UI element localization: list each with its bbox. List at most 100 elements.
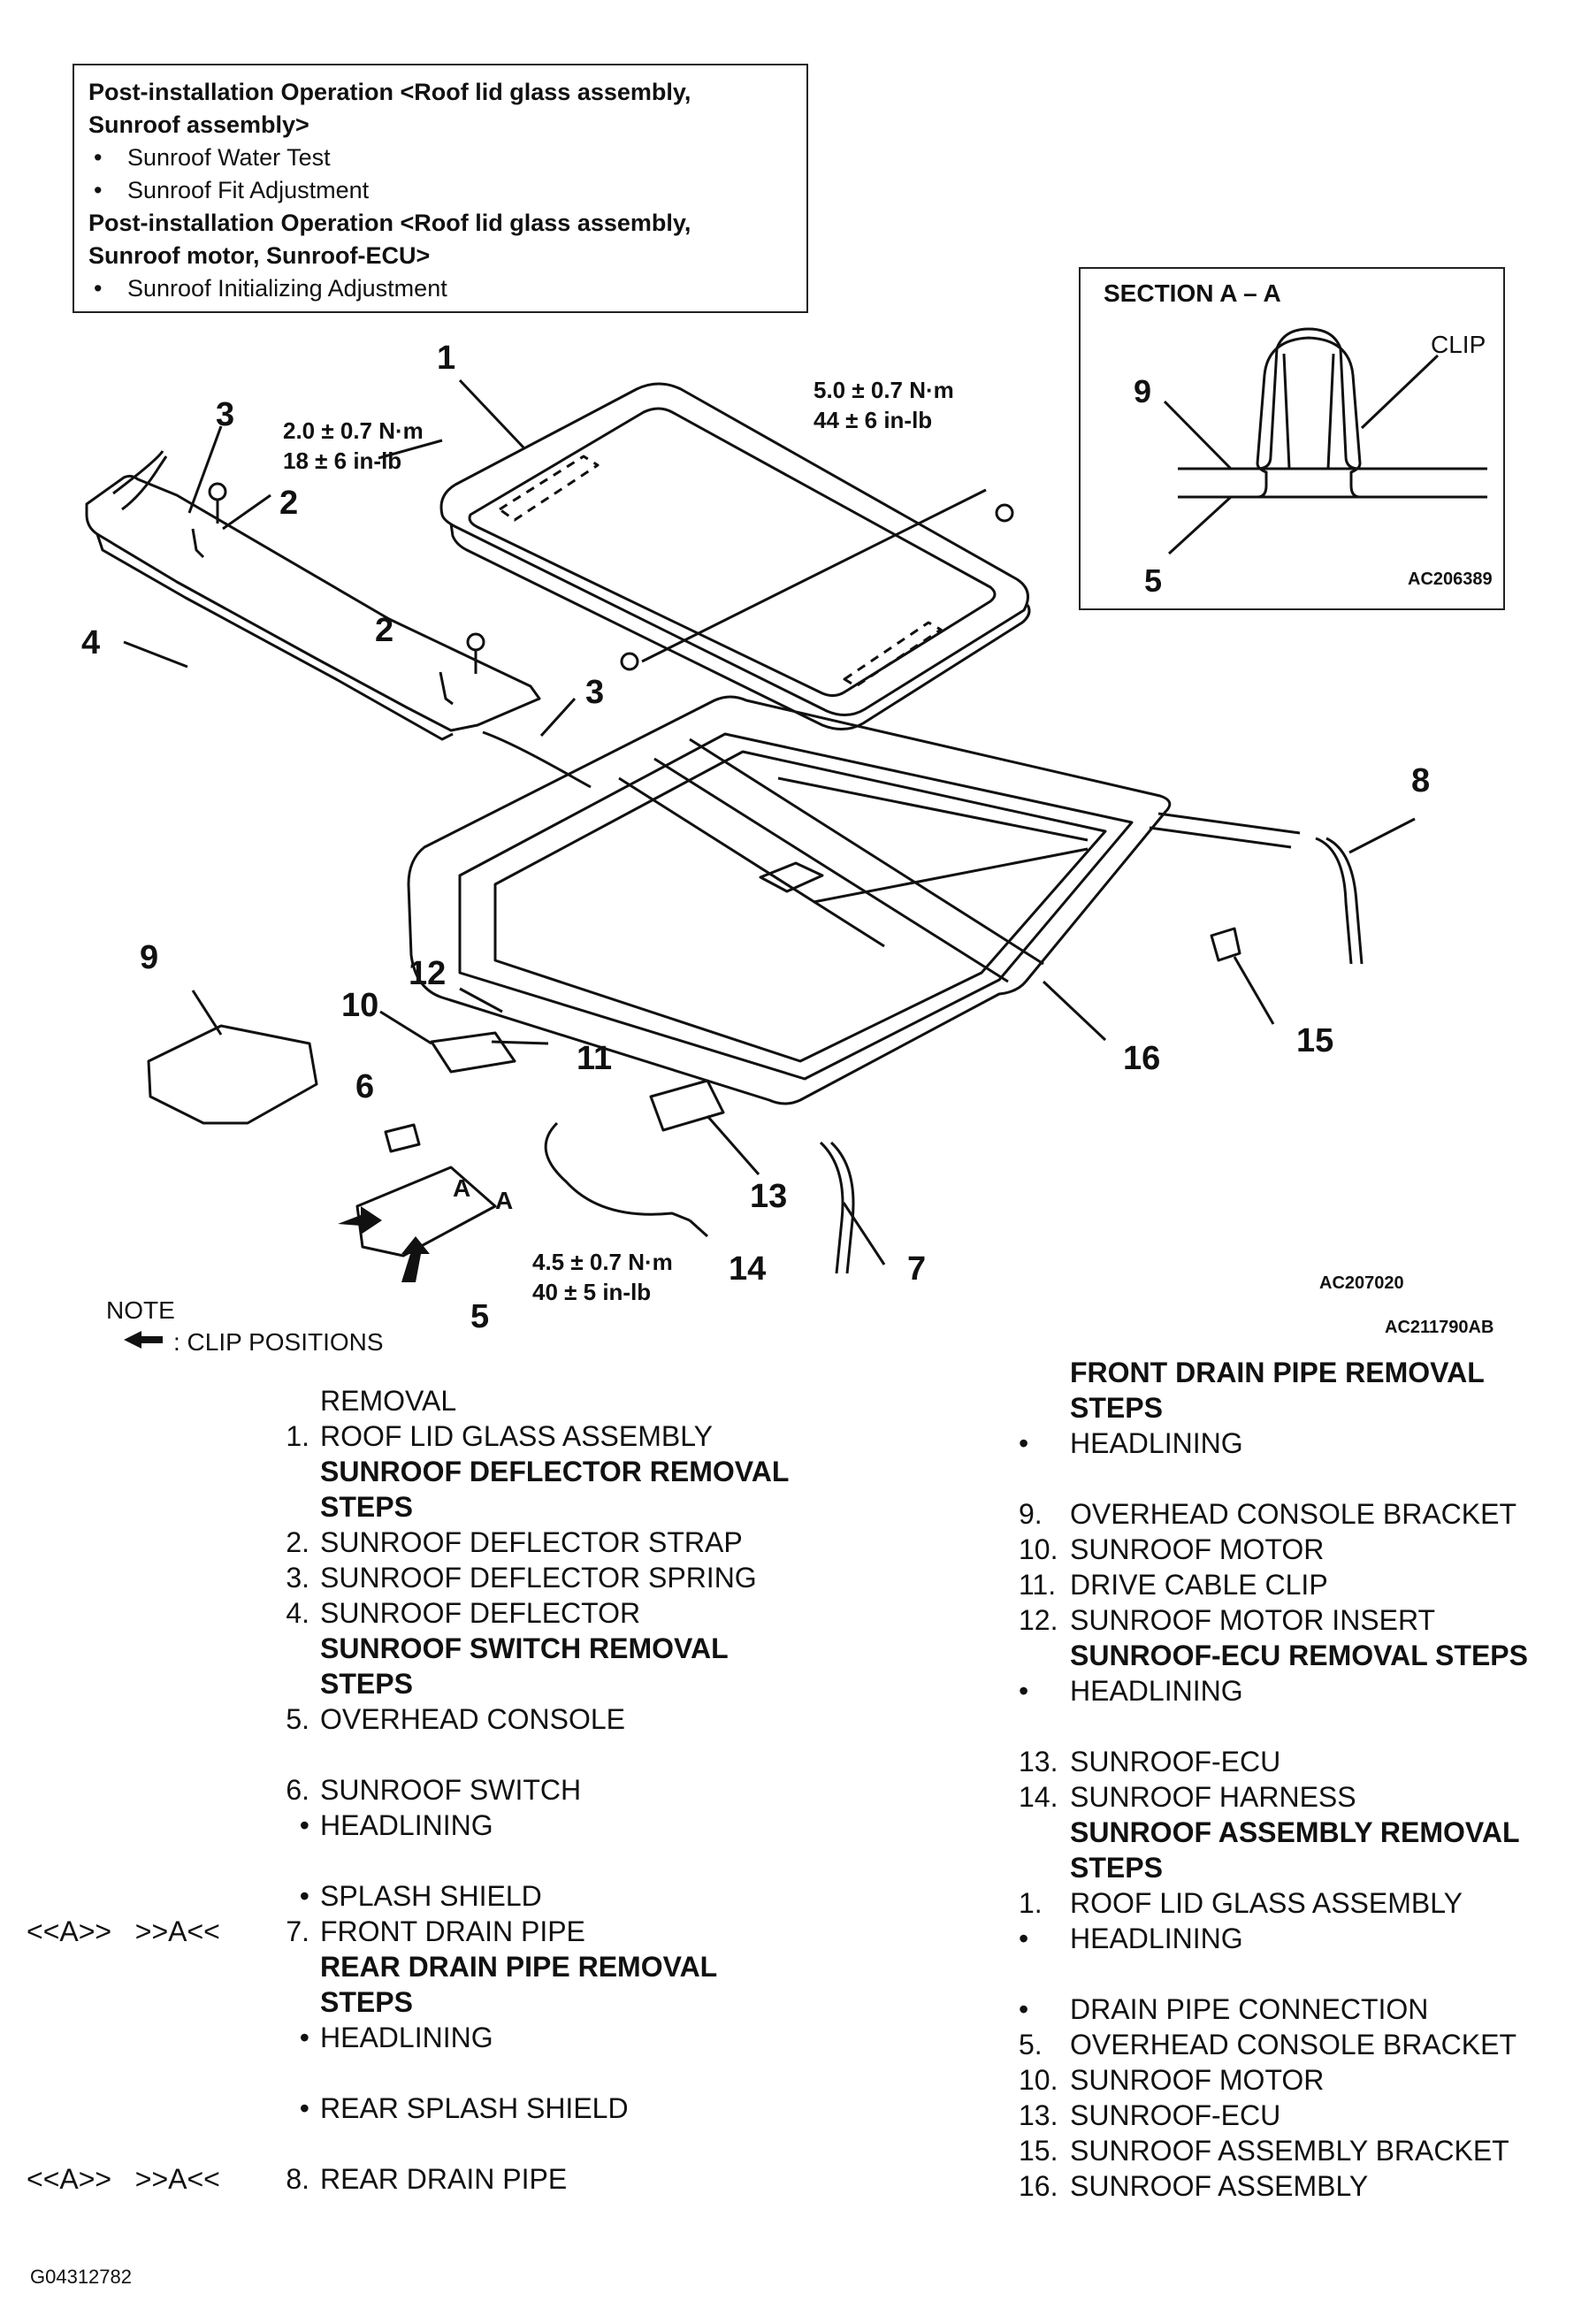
list-prefix [27, 1701, 258, 1737]
list-text: SUNROOF DEFLECTOR STRAP [320, 1526, 743, 1558]
list-text: STEPS [1070, 1392, 1163, 1424]
list-text: STEPS [1070, 1852, 1163, 1884]
callout-8: 8 [1411, 762, 1431, 799]
callout-1: 1 [437, 340, 456, 377]
document-code: G04312782 [30, 2266, 132, 2288]
list-prefix [27, 1772, 258, 1808]
list-gap [1019, 1956, 1585, 1991]
torque-spec-2: 5.0 ± 0.7 N·m 44 ± 6 in-lb [814, 377, 954, 433]
list-number [1019, 1390, 1070, 1426]
list-prefix [27, 1560, 258, 1595]
list-prefix [27, 1418, 258, 1454]
list-text: SUNROOF-ECU [1070, 2099, 1281, 2131]
right-list-row: 10. SUNROOF MOTOR [1019, 2062, 1585, 2098]
list-number: 1. [1019, 1887, 1043, 1919]
left-list-row: SUNROOF SWITCH REMOVAL [27, 1631, 822, 1666]
list-text: SUNROOF SWITCH [320, 1774, 582, 1806]
list-number: 6. [286, 1774, 309, 1806]
post-install-heading-2b: Sunroof motor, Sunroof-ECU> [88, 242, 431, 269]
list-prefix [27, 1949, 258, 1984]
note-clip-positions: : CLIP POSITIONS [173, 1328, 384, 1356]
list-text: OVERHEAD CONSOLE BRACKET [1070, 2029, 1516, 2060]
list-text: HEADLINING [1070, 1923, 1243, 1954]
section-code: AC206389 [1408, 570, 1493, 589]
left-list-row: •SPLASH SHIELD [27, 1878, 822, 1914]
list-number: • [299, 2092, 309, 2124]
list-prefix [27, 1808, 258, 1843]
deflector-strap-right [439, 671, 454, 706]
right-list-row: STEPS [1019, 1390, 1585, 1426]
left-list-row: 3.SUNROOF DEFLECTOR SPRING [27, 1560, 822, 1595]
list-number: 13. [1019, 1746, 1058, 1777]
post-install-item-water-test: Sunroof Water Test [88, 141, 792, 174]
right-list-row: 15.SUNROOF ASSEMBLY BRACKET [1019, 2133, 1585, 2168]
callout-3a: 3 [216, 396, 235, 433]
callout-5: 5 [470, 1298, 490, 1335]
list-text: STEPS [320, 1491, 413, 1523]
left-list-row: REAR DRAIN PIPE REMOVAL [27, 1949, 822, 1984]
sunroof-deflector [85, 450, 541, 741]
list-prefix: <<A>> >>A<< [27, 2163, 220, 2195]
right-list-row: 9.OVERHEAD CONSOLE BRACKET [1019, 1496, 1585, 1532]
left-list-row: STEPS [27, 1666, 822, 1701]
callout-6: 6 [355, 1068, 375, 1105]
list-number [258, 1631, 320, 1666]
clip-position-arrows [124, 1206, 430, 1349]
list-gap [1019, 1709, 1585, 1744]
list-number: • [299, 1809, 309, 1841]
list-text: SUNROOF-ECU [1070, 1746, 1281, 1777]
right-list-row: 5.OVERHEAD CONSOLE BRACKET [1019, 2027, 1585, 2062]
list-number: 15. [1019, 2135, 1058, 2167]
right-list-row: •DRAIN PIPE CONNECTION [1019, 1991, 1585, 2027]
list-number: 12. [1019, 1604, 1058, 1636]
list-number [258, 1489, 320, 1525]
deflector-spring-right [482, 730, 592, 789]
sunroof-assembly-frame [407, 695, 1301, 1105]
callout-2a: 2 [279, 485, 299, 522]
list-text: SUNROOF DEFLECTOR [320, 1597, 641, 1629]
list-text: SUNROOF MOTOR [1070, 2064, 1325, 2096]
list-text: SUNROOF-ECU REMOVAL STEPS [1070, 1640, 1528, 1671]
left-list-row: 6. SUNROOF SWITCH [27, 1772, 822, 1808]
list-number: • [299, 1880, 309, 1912]
list-number [258, 1454, 320, 1489]
left-list-row: 5.OVERHEAD CONSOLE [27, 1701, 822, 1737]
list-text: ROOF LID GLASS ASSEMBLY [1070, 1887, 1463, 1919]
list-prefix [27, 1489, 258, 1525]
callout-12: 12 [409, 955, 447, 992]
list-number [1019, 1815, 1070, 1850]
roof-lid-glass-assembly [439, 382, 1031, 730]
list-number: 2. [286, 1526, 309, 1558]
torque-spec-3: 4.5 ± 0.7 N·m 40 ± 5 in-lb [532, 1249, 673, 1305]
list-prefix [27, 1631, 258, 1666]
note-title: NOTE [106, 1296, 175, 1324]
list-text: SUNROOF MOTOR INSERT [1070, 1604, 1436, 1636]
list-number: 10. [1019, 2064, 1058, 2096]
post-install-heading-1a: Post-installation Operation <Roof lid gl… [88, 79, 691, 105]
list-text: DRIVE CABLE CLIP [1070, 1569, 1328, 1601]
list-number [258, 1666, 320, 1701]
front-drain-pipe [819, 1141, 844, 1274]
left-list-row: 2. SUNROOF DEFLECTOR STRAP [27, 1525, 822, 1560]
list-gap [1019, 1461, 1585, 1496]
list-text: SUNROOF HARNESS [1070, 1781, 1356, 1813]
sunroof-exploded-view [85, 378, 1416, 1349]
list-number: 13. [1019, 2099, 1058, 2131]
rear-drain-pipe [1315, 837, 1353, 965]
section-marker-a-1: A [453, 1174, 471, 1202]
section-clip-label: CLIP [1431, 331, 1486, 358]
list-text: REMOVAL [320, 1385, 457, 1417]
list-text: SUNROOF MOTOR [1070, 1533, 1325, 1565]
callout-2b: 2 [375, 612, 394, 649]
right-list-row: 11.DRIVE CABLE CLIP [1019, 1567, 1585, 1602]
right-list-row: 14.SUNROOF HARNESS [1019, 1779, 1585, 1815]
list-number [1019, 1850, 1070, 1885]
right-list-row: SUNROOF ASSEMBLY REMOVAL [1019, 1815, 1585, 1850]
right-list-row: FRONT DRAIN PIPE REMOVAL [1019, 1355, 1585, 1390]
post-install-heading-1b: Sunroof assembly> [88, 111, 309, 138]
list-text: SUNROOF ASSEMBLY [1070, 2170, 1369, 2202]
list-number: 7. [286, 1915, 309, 1947]
list-number [1019, 1355, 1070, 1390]
